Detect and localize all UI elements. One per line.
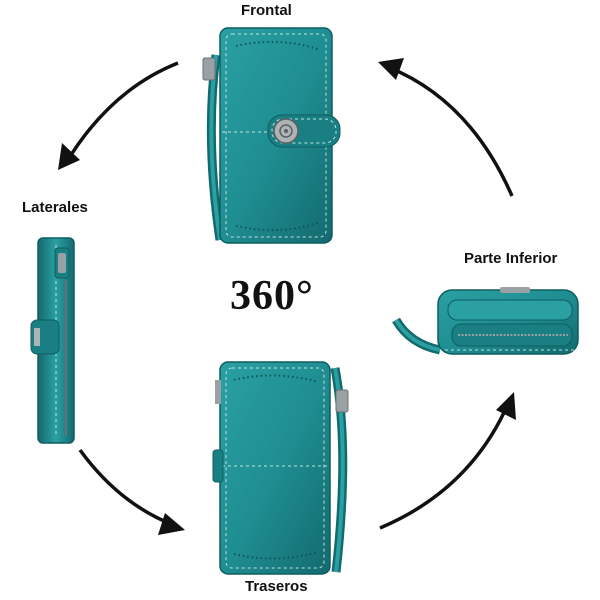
arrowhead-bottom-left-icon [158,513,185,535]
label-bottom: Parte Inferior [464,250,558,267]
label-sides: Laterales [22,199,88,216]
arrowhead-top-right-icon [378,58,404,80]
arrow-top-left-icon [64,61,179,164]
rotation-label: 360° [230,273,314,319]
wallet-bottom-view [392,287,579,355]
arrowhead-top-left-icon [58,143,80,170]
label-back: Traseros [245,578,308,595]
arrowhead-bottom-right-icon [496,392,516,420]
label-front: Frontal [241,2,292,19]
arrow-bottom-right-icon [379,403,510,530]
arrow-top-right-icon [387,65,514,197]
arrow-bottom-left-icon [78,448,177,528]
wallet-side-view [30,237,75,444]
wallet-front-view [202,27,341,244]
wallet-back-view [212,361,349,575]
